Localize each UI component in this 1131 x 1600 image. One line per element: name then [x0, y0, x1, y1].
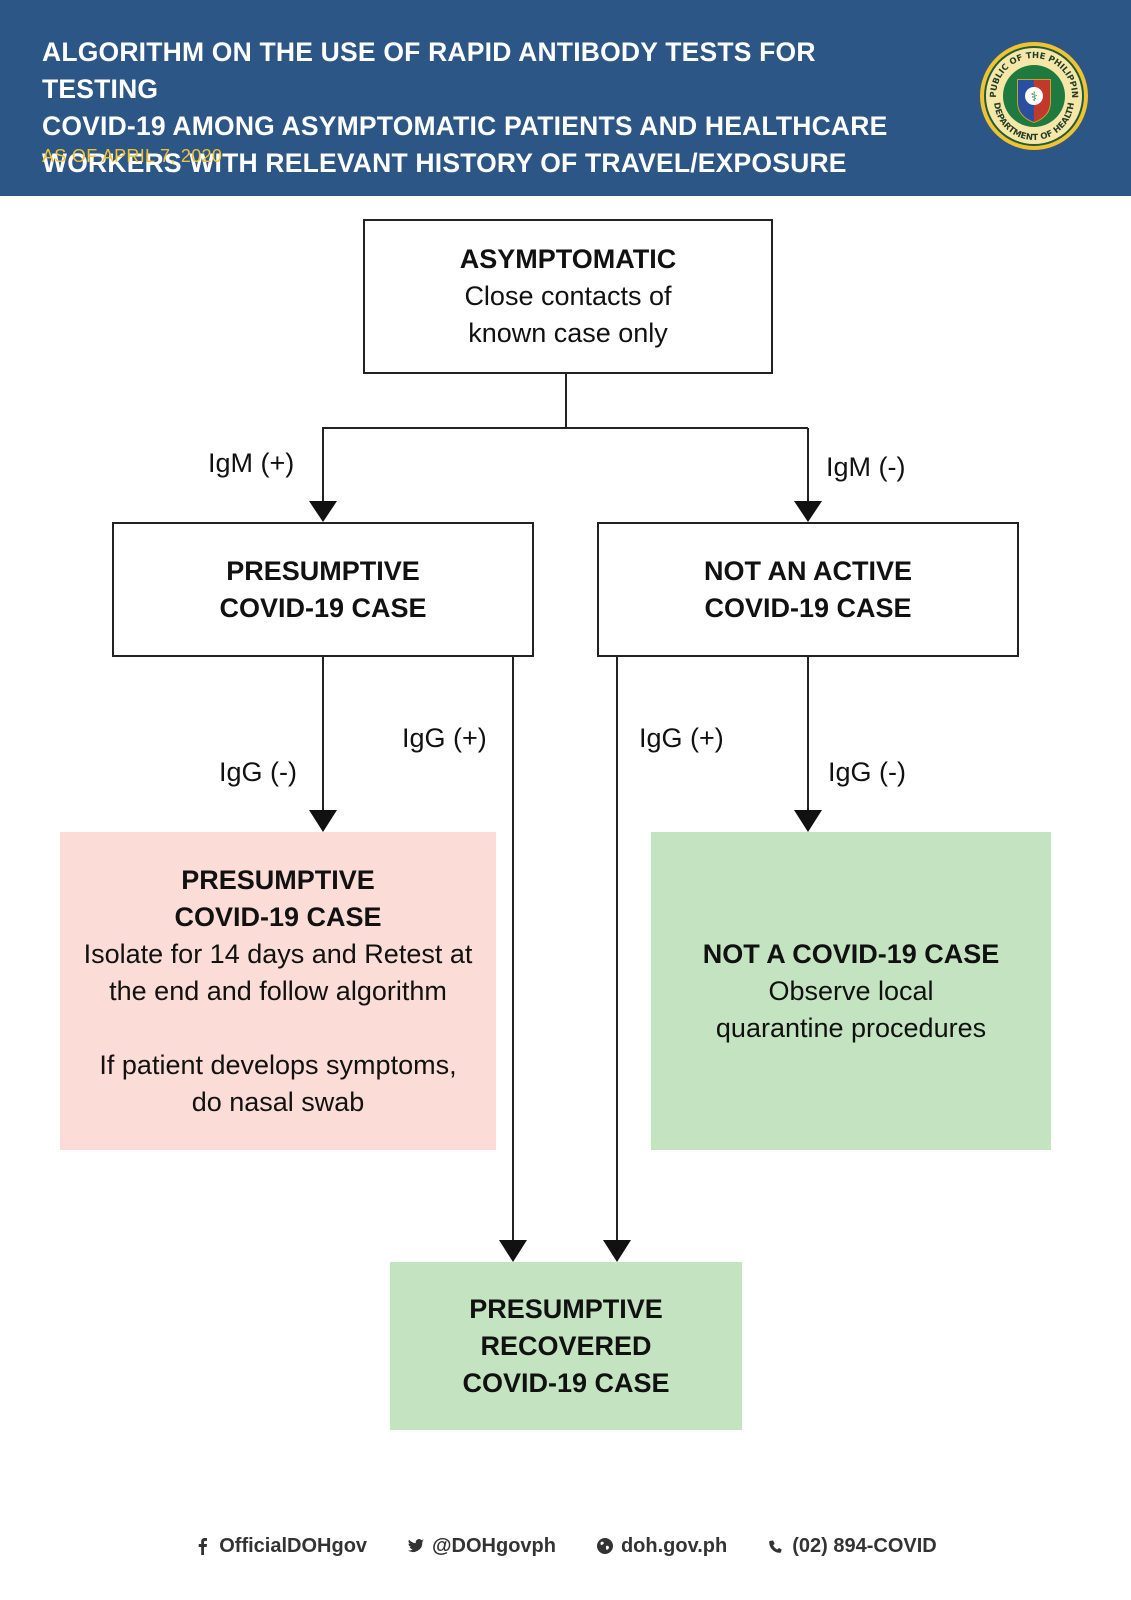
facebook-handle: OfficialDOHgov	[219, 1534, 368, 1557]
arrowhead-igg-pos-right	[603, 1240, 631, 1262]
node-isolate-line2: the end and follow algorithm	[109, 975, 447, 1006]
node-isolate-line4: do nasal swab	[191, 1086, 365, 1117]
arrowhead-igm-pos	[309, 501, 337, 522]
arrowhead-igg-neg-left	[309, 810, 337, 832]
title-line-1: ALGORITHM ON THE USE OF RAPID ANTIBODY T…	[42, 37, 816, 104]
title-line-2: COVID-19 AMONG ASYMPTOMATIC PATIENTS AND…	[42, 111, 888, 141]
twitter-handle: @DOHgovph	[432, 1534, 556, 1557]
node-not-active-case: NOT AN ACTIVE COVID-19 CASE	[597, 522, 1019, 657]
edge-label-igm-neg: IgM (-)	[826, 452, 906, 482]
arrowhead-igg-neg-right	[794, 810, 822, 832]
node-not-active-line2: COVID-19 CASE	[704, 592, 912, 623]
footer-facebook[interactable]: OfficialDOHgov	[194, 1535, 367, 1558]
svg-text:⚕: ⚕	[1030, 90, 1037, 105]
node-asymptomatic: ASYMPTOMATIC Close contacts of known cas…	[363, 219, 773, 374]
doh-seal-logo: REPUBLIC OF THE PHILIPPINES DEPARTMENT O…	[978, 40, 1088, 150]
node-not-covid-line1: Observe local	[768, 975, 934, 1006]
node-presumptive-line1: PRESUMPTIVE	[226, 555, 420, 586]
footer-website[interactable]: doh.gov.ph	[596, 1535, 727, 1558]
node-isolate-title2: COVID-19 CASE	[174, 901, 382, 932]
edge-label-igg-pos-right: IgG (+)	[639, 723, 724, 753]
node-asymptomatic-line2: known case only	[468, 318, 668, 348]
edge-label-igg-pos-left: IgG (+)	[402, 723, 487, 753]
arrowhead-igg-pos-left	[499, 1240, 527, 1262]
header-banner: ALGORITHM ON THE USE OF RAPID ANTIBODY T…	[0, 0, 1131, 196]
phone-icon	[769, 1540, 782, 1553]
node-not-covid-title: NOT A COVID-19 CASE	[702, 938, 1000, 969]
node-not-covid-line2: quarantine procedures	[715, 1012, 987, 1043]
edge-label-igm-pos: IgM (+)	[208, 448, 295, 478]
node-presumptive-isolate: PRESUMPTIVE COVID-19 CASE Isolate for 14…	[60, 832, 496, 1150]
node-isolate-line1: Isolate for 14 days and Retest at	[83, 938, 473, 969]
website-url: doh.gov.ph	[620, 1534, 728, 1557]
footer-contacts: OfficialDOHgov @DOHgovph doh.gov.ph (02)…	[0, 1528, 1131, 1564]
node-recovered-line3: COVID-19 CASE	[462, 1367, 670, 1398]
node-not-covid-case: NOT A COVID-19 CASE Observe local quaran…	[651, 832, 1051, 1150]
twitter-icon	[407, 1539, 425, 1553]
node-presumptive-line2: COVID-19 CASE	[219, 592, 427, 623]
globe-icon	[596, 1538, 613, 1554]
footer-twitter[interactable]: @DOHgovph	[407, 1535, 556, 1558]
node-presumptive-recovered: PRESUMPTIVE RECOVERED COVID-19 CASE	[390, 1262, 742, 1430]
edge-label-igg-neg-right: IgG (-)	[828, 757, 906, 787]
edge-label-igg-neg-left: IgG (-)	[219, 757, 297, 787]
footer-phone[interactable]: (02) 894-COVID	[767, 1535, 937, 1558]
node-isolate-title1: PRESUMPTIVE	[181, 864, 375, 895]
node-not-active-line1: NOT AN ACTIVE	[704, 555, 912, 586]
phone-number: (02) 894-COVID	[792, 1534, 937, 1557]
as-of-date: AS OF APRIL 7, 2020	[42, 146, 223, 166]
node-recovered-line1: PRESUMPTIVE	[469, 1293, 663, 1324]
node-asymptomatic-title: ASYMPTOMATIC	[459, 244, 677, 274]
node-asymptomatic-line1: Close contacts of	[464, 281, 672, 311]
node-recovered-line2: RECOVERED	[480, 1330, 652, 1361]
title-line-3: WORKERS WITH RELEVANT HISTORY OF TRAVEL/…	[42, 148, 847, 178]
facebook-icon	[198, 1538, 208, 1555]
arrowhead-igm-neg	[794, 501, 822, 522]
page-title: ALGORITHM ON THE USE OF RAPID ANTIBODY T…	[42, 34, 922, 182]
node-isolate-line3: If patient develops symptoms,	[99, 1049, 457, 1080]
node-presumptive-case: PRESUMPTIVE COVID-19 CASE	[112, 522, 534, 657]
